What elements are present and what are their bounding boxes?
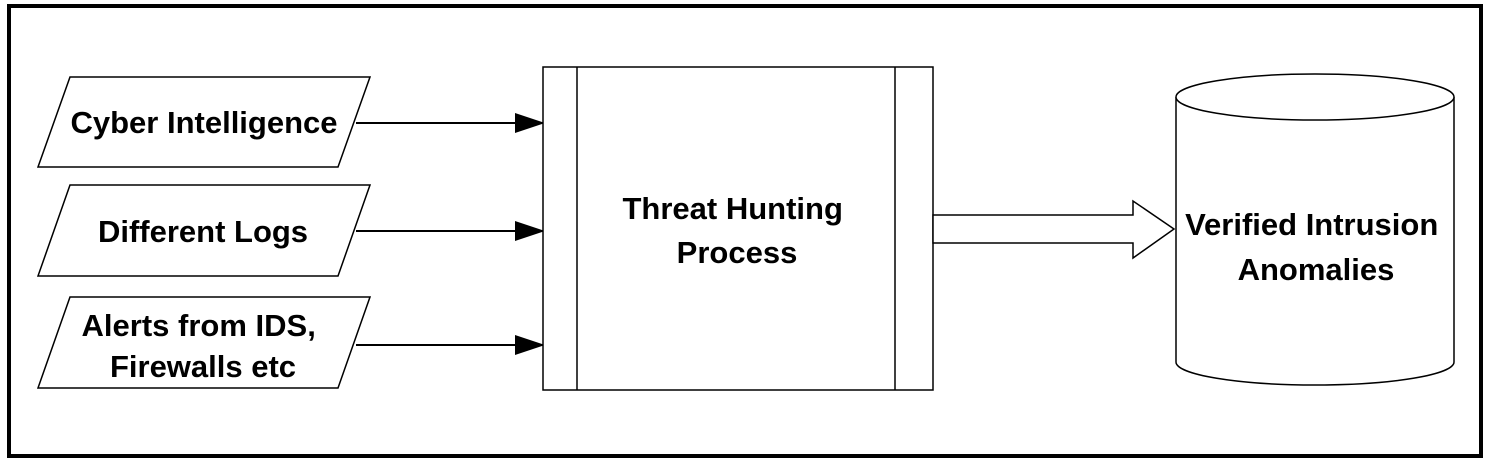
cylinder-top xyxy=(1175,73,1455,121)
process-box xyxy=(542,66,934,391)
input-shape xyxy=(36,296,372,389)
input-label-line: Different Logs xyxy=(98,214,308,249)
input-shape xyxy=(36,76,372,168)
svg-text:Verified Intrusion Anoma: Verified Intrusion Anomalies xyxy=(1185,207,1447,287)
input-shape xyxy=(36,184,372,277)
svg-text:Alerts from IDS, Firewal: Alerts from IDS, Firewalls etc xyxy=(82,308,325,384)
input-alerts: Alerts from IDS, Firewalls etc xyxy=(36,296,372,389)
input-label-line: Firewalls etc xyxy=(110,349,296,384)
input-cyber-intelligence: Cyber Intelligence xyxy=(36,76,372,168)
svg-text:Different Logs: Different Logs xyxy=(98,214,308,249)
output-label-line: Verified Intrusion xyxy=(1185,207,1438,242)
process-label-line: Process xyxy=(677,235,798,270)
process-label-line: Threat Hunting xyxy=(622,191,842,226)
process-threat-hunting: Threat Hunting Process xyxy=(542,66,934,391)
output-label-line: Anomalies xyxy=(1238,252,1395,287)
arrow-process-to-output xyxy=(932,199,1176,260)
input-label-line: Alerts from IDS, xyxy=(82,308,316,343)
svg-text:Cyber Intelligence: Cyber Intelligence xyxy=(70,105,337,140)
cylinder-body xyxy=(1175,97,1455,386)
input-different-logs: Different Logs xyxy=(36,184,372,277)
svg-text:Threat Hunting Process: Threat Hunting Process xyxy=(622,191,851,270)
output-verified-anomalies: Verified Intrusion Anomalies xyxy=(1175,73,1455,386)
input-label-line: Cyber Intelligence xyxy=(70,105,337,140)
